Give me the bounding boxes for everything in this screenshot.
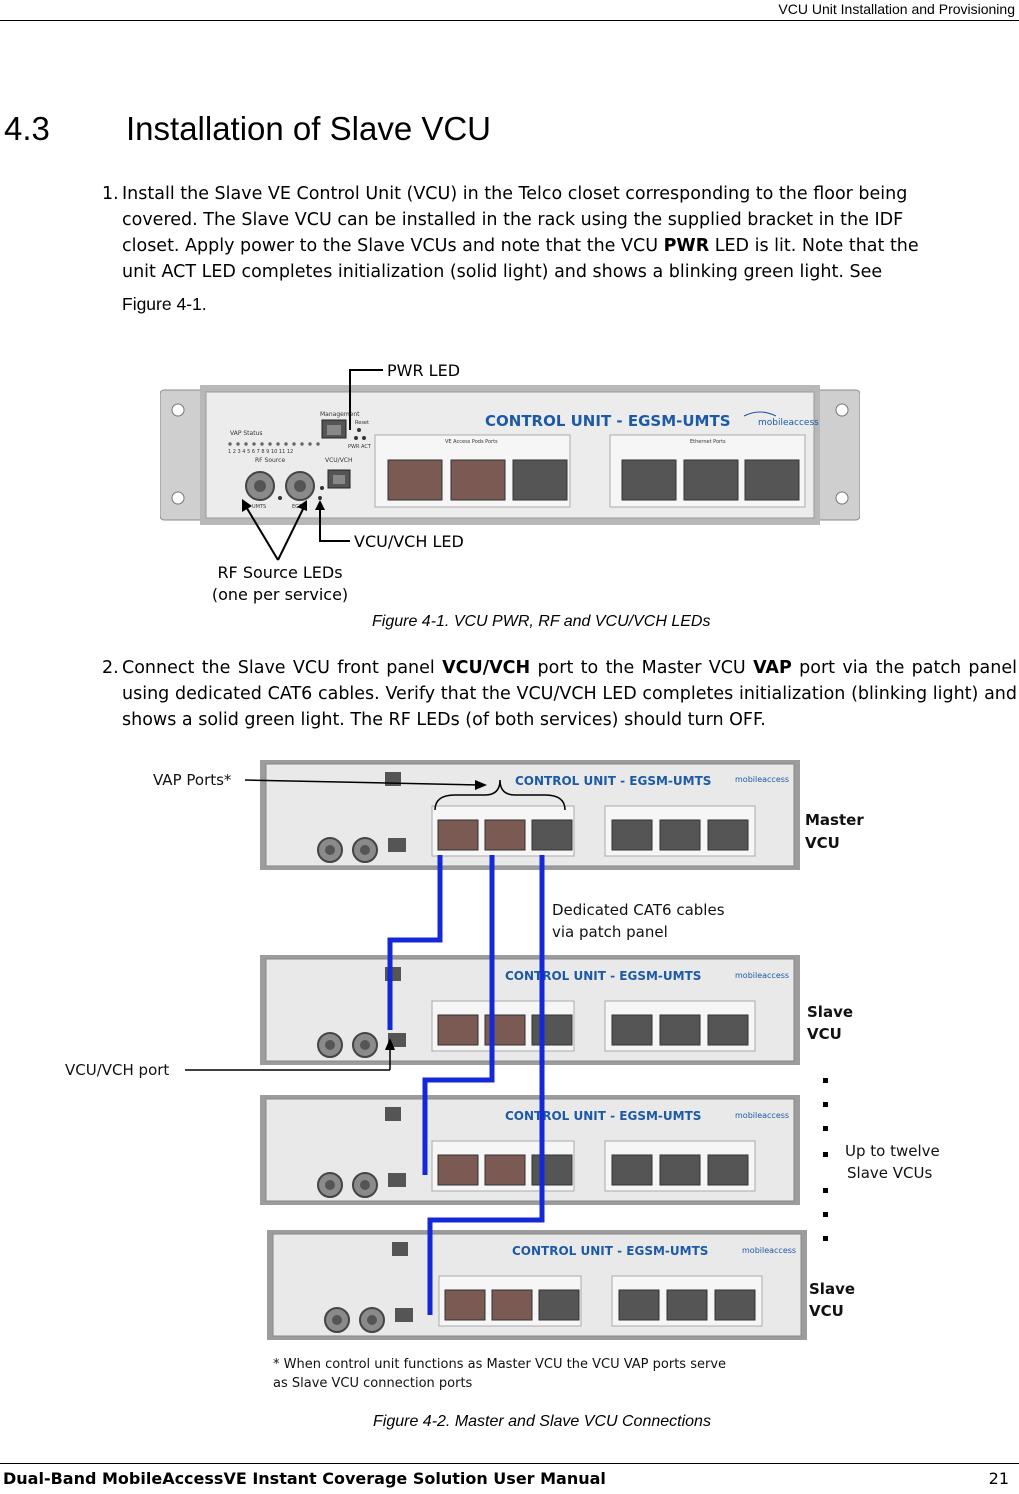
unit-title: CONTROL UNIT - EGSM-UMTS bbox=[515, 774, 711, 788]
note-line: * When control unit functions as Master … bbox=[273, 1357, 726, 1372]
device-title: CONTROL UNIT - EGSM-UMTS bbox=[485, 412, 731, 430]
unit-title: CONTROL UNIT - EGSM-UMTS bbox=[505, 1109, 701, 1123]
rf-connector-egsm bbox=[285, 471, 315, 501]
upto-label: Slave VCUs bbox=[847, 1164, 932, 1182]
figure-4-1-caption: Figure 4-1. VCU PWR, RF and VCU/VCH LEDs bbox=[372, 613, 711, 630]
master-label: VCU bbox=[805, 834, 840, 852]
slave-label: Slave bbox=[807, 1003, 853, 1021]
pwr-bold: PWR bbox=[663, 236, 710, 256]
device-brand: mobileaccess bbox=[758, 418, 819, 428]
section-title: Installation of Slave VCU bbox=[126, 110, 492, 147]
dedicated-label: Dedicated CAT6 cables bbox=[552, 901, 725, 919]
unit-brand: mobileaccess bbox=[735, 971, 789, 980]
header-title: VCU Unit Installation and Provisioning bbox=[778, 1, 1015, 17]
unit-brand: mobileaccess bbox=[742, 1246, 796, 1255]
vap-status-label: VAP Status bbox=[230, 430, 262, 437]
ellipsis-dots bbox=[823, 1078, 828, 1241]
unit-title: CONTROL UNIT - EGSM-UMTS bbox=[512, 1244, 708, 1258]
umts-label: UMTS bbox=[252, 504, 266, 510]
slave-label: Slave bbox=[809, 1280, 855, 1298]
pwr-led-callout: PWR LED bbox=[387, 361, 461, 380]
step-paragraph: Connect the Slave VCU front panel VCU/VC… bbox=[122, 655, 1017, 733]
figure-4-1-image: CONTROL UNIT - EGSM-UMTS mobileaccess VA… bbox=[160, 385, 860, 525]
step-line: Install the Slave VE Control Unit (VCU) … bbox=[122, 184, 908, 204]
dedicated-label: via patch panel bbox=[552, 923, 668, 941]
page-header: VCU Unit Installation and Provisioning bbox=[0, 0, 1019, 21]
pwr-led bbox=[354, 436, 358, 440]
slave-vcu-unit: CONTROL UNIT - EGSM-UMTS mobileaccess bbox=[259, 1094, 801, 1206]
master-label: Master bbox=[805, 811, 864, 829]
rf-connector-umts bbox=[245, 471, 275, 501]
step-number: 2. bbox=[102, 658, 119, 678]
vap-numbers: 1 2 3 4 5 6 7 8 9 10 11 12 bbox=[228, 449, 293, 455]
callout-line: RF Source LEDs bbox=[217, 563, 343, 582]
master-vcu-unit: CONTROL UNIT - EGSM-UMTS mobileaccess bbox=[259, 760, 801, 871]
footer-title: Dual-Band MobileAccessVE Instant Coverag… bbox=[3, 1469, 606, 1488]
vcu-vch-label: VCU/VCH bbox=[325, 457, 353, 464]
pwr-act-label: PWR ACT bbox=[348, 444, 372, 450]
page-number: 21 bbox=[988, 1469, 1009, 1488]
vcu-vch-bold: VCU/VCH bbox=[442, 658, 531, 678]
unit-brand: mobileaccess bbox=[735, 775, 789, 784]
text-run: port via the patch panel using dedicated… bbox=[122, 658, 1017, 730]
text-run: LED is lit. Note that the bbox=[709, 236, 919, 256]
text-run: Connect the Slave VCU front panel bbox=[122, 658, 443, 678]
vcu-vch-led-callout: VCU/VCH LED bbox=[354, 532, 464, 551]
figure-4-2-caption: Figure 4-2. Master and Slave VCU Connect… bbox=[373, 1413, 711, 1430]
vap-led-row bbox=[228, 442, 320, 446]
unit-title: CONTROL UNIT - EGSM-UMTS bbox=[505, 969, 701, 983]
step-line: covered. The Slave VCU can be installed … bbox=[122, 210, 904, 230]
management-label: Management bbox=[320, 411, 360, 418]
eth-port-block bbox=[621, 459, 800, 501]
figure-reference: Figure 4-1. bbox=[122, 294, 207, 314]
slave-vcu-unit: CONTROL UNIT - EGSM-UMTS mobileaccess bbox=[259, 954, 801, 1066]
step-line: closet. Apply power to the Slave VCUs an… bbox=[122, 233, 1002, 259]
cat6-cables bbox=[387, 855, 545, 1315]
vap-ports-label: VAP Ports* bbox=[153, 771, 232, 789]
eth-ports-label: Ethernet Ports bbox=[690, 439, 726, 445]
ve-ports-label: VE Access Pods Ports bbox=[445, 439, 498, 445]
rf-source-callout: RF Source LEDs (one per service) bbox=[210, 562, 350, 606]
step-1: 1. Install the Slave VE Control Unit (VC… bbox=[102, 181, 1002, 317]
slave-vcu-unit: CONTROL UNIT - EGSM-UMTS mobileaccess bbox=[266, 1229, 808, 1341]
rf-led bbox=[318, 496, 322, 500]
step-2: 2. Connect the Slave VCU front panel VCU… bbox=[102, 655, 1017, 733]
vap-bold: VAP bbox=[753, 658, 792, 678]
section-number: 4.3 bbox=[4, 110, 50, 147]
text-run: port to the Master VCU bbox=[530, 658, 754, 678]
text-run: closet. Apply power to the Slave VCUs an… bbox=[122, 236, 664, 256]
slave-label: VCU bbox=[809, 1302, 844, 1320]
slave-label: VCU bbox=[807, 1025, 842, 1043]
note-line: as Slave VCU connection ports bbox=[273, 1376, 473, 1391]
step-line: unit ACT LED completes initialization (s… bbox=[122, 262, 883, 282]
upto-label: Up to twelve bbox=[845, 1142, 940, 1160]
rf-source-label: RF Source bbox=[255, 457, 285, 464]
figure-4-2-image: CONTROL UNIT - EGSM-UMTS mobileaccess CO… bbox=[65, 760, 940, 1391]
rf-led bbox=[278, 496, 282, 500]
callout-line: (one per service) bbox=[211, 585, 349, 604]
unit-brand: mobileaccess bbox=[735, 1111, 789, 1120]
footer-divider bbox=[0, 1463, 1019, 1464]
figure-4-1-callouts bbox=[242, 369, 383, 561]
vcu-port-label: VCU/VCH port bbox=[65, 1061, 169, 1079]
vcu-vch-led bbox=[320, 486, 324, 490]
reset-label: Reset bbox=[355, 420, 369, 426]
step-number: 1. bbox=[102, 184, 119, 204]
ve-port-block bbox=[387, 459, 568, 501]
